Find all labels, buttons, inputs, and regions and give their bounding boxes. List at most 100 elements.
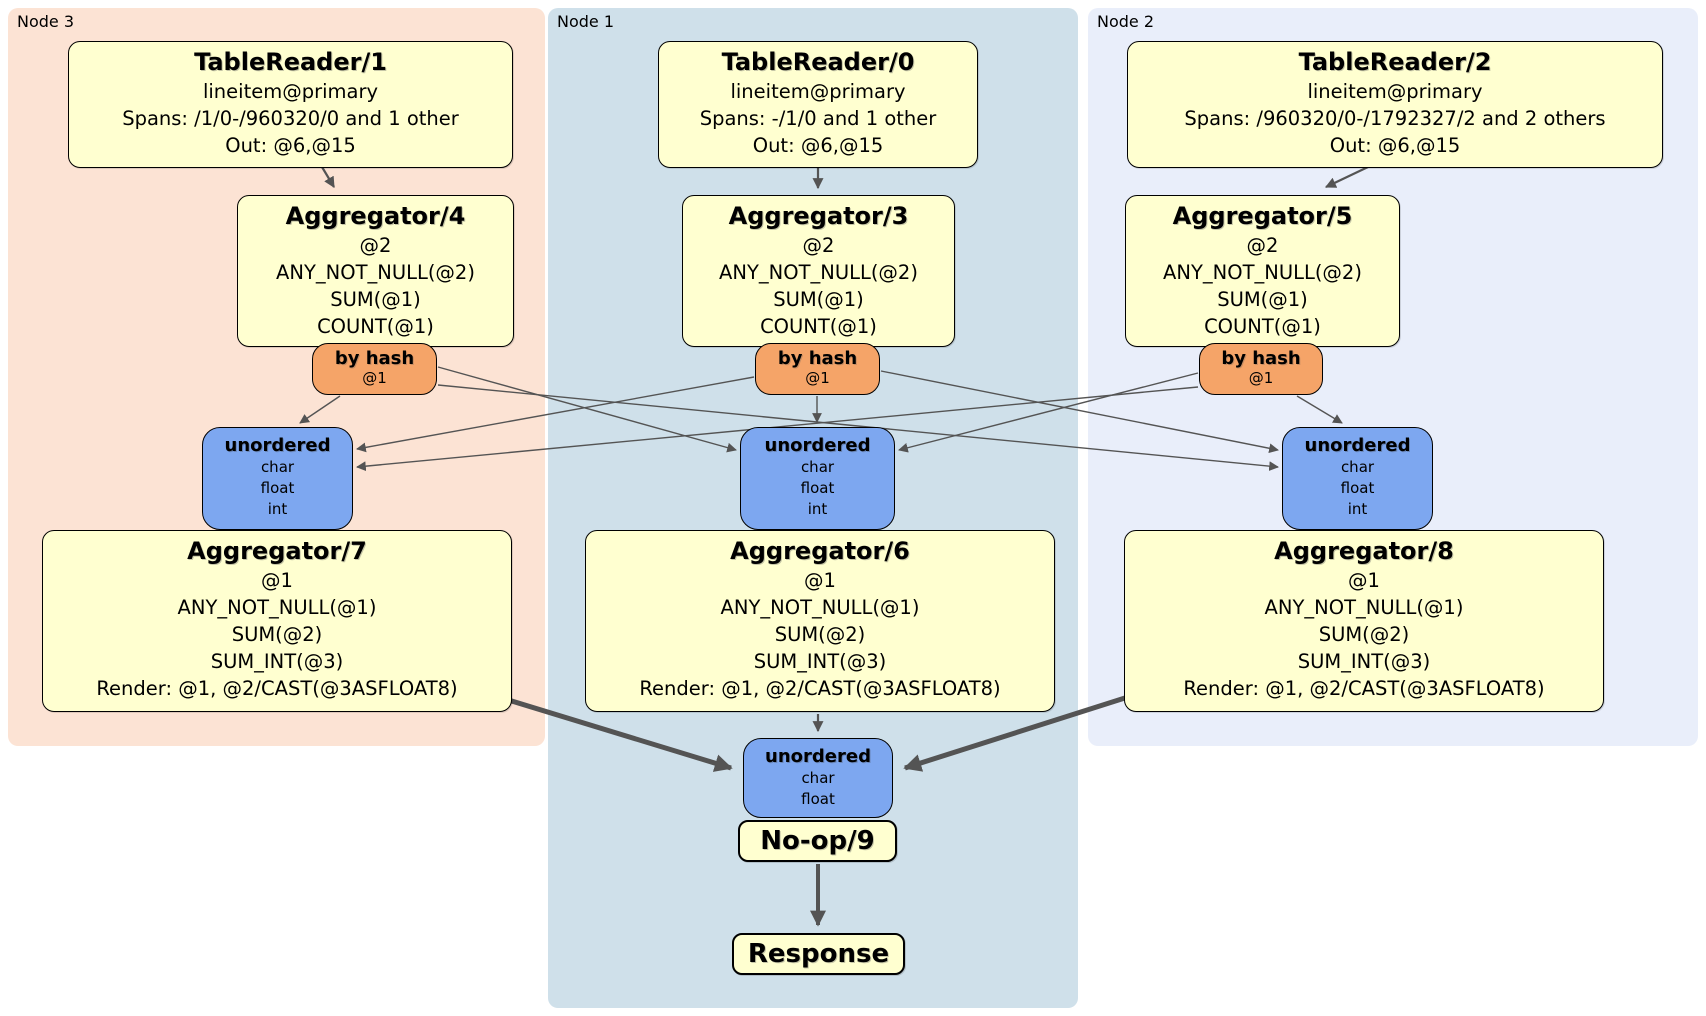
aggregator-8-row: Render: @1, @2/CAST(@3ASFLOAT8) (1183, 677, 1545, 700)
unordered-sync-node1: unordered char float int (740, 427, 895, 530)
aggregator-7-row: Render: @1, @2/CAST(@3ASFLOAT8) (96, 677, 458, 700)
aggregator-8-row: ANY_NOT_NULL(@1) (1264, 596, 1464, 619)
response-box: Response (732, 933, 905, 975)
tablereader-2-title: TableReader/2 (1298, 48, 1492, 76)
noop-box: No-op/9 (738, 820, 897, 862)
edge-hash2-sync2 (1296, 395, 1343, 424)
edge-hash2-sync1 (898, 372, 1199, 453)
hash-router-title: by hash (777, 348, 858, 369)
tablereader-2-box: TableReader/2 lineitem@primary Spans: /9… (1127, 41, 1663, 168)
aggregator-4-row: ANY_NOT_NULL(@2) (276, 261, 475, 284)
unordered-sync-title: unordered (765, 746, 871, 767)
hash-router-title: by hash (334, 348, 415, 369)
aggregator-6-title: Aggregator/6 (730, 537, 910, 565)
tablereader-0-spans: Spans: -/1/0 and 1 other (699, 107, 937, 130)
aggregator-7-title: Aggregator/7 (187, 537, 367, 565)
tablereader-1-box: TableReader/1 lineitem@primary Spans: /1… (68, 41, 513, 168)
unordered-sync-row: char (1340, 458, 1375, 476)
aggregator-3-row: @2 (802, 234, 835, 257)
tablereader-0-title: TableReader/0 (721, 48, 915, 76)
tablereader-2-out: Out: @6,@15 (1329, 134, 1461, 157)
edge-tr1-agg4 (321, 166, 335, 188)
aggregator-8-box: Aggregator/8 @1 ANY_NOT_NULL(@1) SUM(@2)… (1124, 530, 1604, 712)
aggregator-7-row: ANY_NOT_NULL(@1) (177, 596, 377, 619)
edge-hash3-sync1 (437, 366, 737, 453)
tablereader-1-title: TableReader/1 (194, 48, 387, 76)
aggregator-7-row: SUM_INT(@3) (210, 650, 344, 673)
aggregator-5-box: Aggregator/5 @2 ANY_NOT_NULL(@2) SUM(@1)… (1125, 195, 1400, 347)
aggregator-6-box: Aggregator/6 @1 ANY_NOT_NULL(@1) SUM(@2)… (585, 530, 1055, 712)
tablereader-0-out: Out: @6,@15 (752, 134, 884, 157)
aggregator-7-row: SUM(@2) (231, 623, 323, 646)
aggregator-8-row: SUM_INT(@3) (1297, 650, 1431, 673)
aggregator-4-row: @2 (359, 234, 392, 257)
edge-hash1-sync3 (356, 376, 755, 453)
aggregator-5-title: Aggregator/5 (1172, 202, 1353, 230)
aggregator-5-row: SUM(@1) (1217, 288, 1308, 311)
edge-agg8-finalsync (903, 694, 1129, 772)
unordered-sync-title: unordered (1304, 435, 1411, 456)
hash-router-detail: @1 (805, 369, 830, 387)
edge-hash3-sync2 (437, 384, 1279, 472)
aggregator-8-row: @1 (1348, 569, 1380, 592)
aggregator-6-row: SUM_INT(@3) (753, 650, 887, 673)
unordered-sync-row: int (1347, 500, 1368, 518)
tablereader-0-index: lineitem@primary (730, 80, 906, 103)
hash-router-title: by hash (1221, 348, 1301, 369)
aggregator-3-title: Aggregator/3 (728, 202, 909, 230)
tablereader-1-out: Out: @6,@15 (225, 134, 356, 157)
aggregator-7-row: @1 (261, 569, 293, 592)
aggregator-6-row: SUM(@2) (774, 623, 866, 646)
edge-hash3-sync3 (299, 395, 341, 424)
tablereader-1-spans: Spans: /1/0-/960320/0 and 1 other (122, 107, 459, 130)
aggregator-7-box: Aggregator/7 @1 ANY_NOT_NULL(@1) SUM(@2)… (42, 530, 512, 712)
aggregator-6-row: ANY_NOT_NULL(@1) (720, 596, 920, 619)
unordered-sync-row: float (1340, 479, 1375, 497)
aggregator-4-row: SUM(@1) (330, 288, 421, 311)
unordered-sync-row: int (807, 500, 828, 518)
response-title: Response (747, 939, 890, 969)
aggregator-3-row: COUNT(@1) (760, 315, 877, 338)
aggregator-4-title: Aggregator/4 (285, 202, 466, 230)
noop-title: No-op/9 (760, 826, 875, 856)
unordered-sync-row: char (800, 458, 835, 476)
aggregator-5-row: COUNT(@1) (1204, 315, 1321, 338)
aggregator-3-row: ANY_NOT_NULL(@2) (719, 261, 918, 284)
hash-router-node1: by hash @1 (755, 343, 880, 395)
aggregator-4-row: COUNT(@1) (317, 315, 434, 338)
tablereader-1-index: lineitem@primary (202, 80, 379, 103)
aggregator-6-row: @1 (804, 569, 836, 592)
unordered-sync-row: float (800, 479, 835, 497)
unordered-sync-row: float (801, 790, 835, 808)
aggregator-8-row: SUM(@2) (1318, 623, 1410, 646)
unordered-sync-node2: unordered char float int (1282, 427, 1433, 530)
aggregator-8-title: Aggregator/8 (1274, 537, 1454, 565)
edge-agg7-finalsync (504, 696, 733, 772)
tablereader-2-index: lineitem@primary (1307, 80, 1483, 103)
unordered-sync-row: int (267, 500, 288, 518)
unordered-sync-row: float (260, 479, 295, 497)
unordered-sync-node3: unordered char float int (202, 427, 353, 530)
hash-router-node3: by hash @1 (312, 343, 437, 395)
unordered-sync-title: unordered (764, 435, 871, 456)
node2-label: Node 2 (1097, 12, 1155, 31)
aggregator-6-row: Render: @1, @2/CAST(@3ASFLOAT8) (639, 677, 1001, 700)
edge-hash1-sync2 (880, 370, 1279, 454)
unordered-sync-row: char (260, 458, 295, 476)
edge-tr2-agg5 (1325, 166, 1369, 188)
hash-router-detail: @1 (1248, 369, 1274, 387)
aggregator-3-box: Aggregator/3 @2 ANY_NOT_NULL(@2) SUM(@1)… (682, 195, 955, 347)
unordered-sync-title: unordered (224, 435, 331, 456)
final-unordered-sync: unordered char float (743, 738, 893, 818)
unordered-sync-row: char (801, 769, 835, 787)
node3-label: Node 3 (17, 12, 75, 31)
aggregator-5-row: ANY_NOT_NULL(@2) (1163, 261, 1362, 284)
aggregator-4-box: Aggregator/4 @2 ANY_NOT_NULL(@2) SUM(@1)… (237, 195, 514, 347)
hash-router-detail: @1 (362, 369, 387, 387)
hash-router-node2: by hash @1 (1199, 343, 1323, 395)
tablereader-2-spans: Spans: /960320/0-/1792327/2 and 2 others (1184, 107, 1606, 130)
aggregator-5-row: @2 (1246, 234, 1279, 257)
node1-label: Node 1 (557, 12, 615, 31)
